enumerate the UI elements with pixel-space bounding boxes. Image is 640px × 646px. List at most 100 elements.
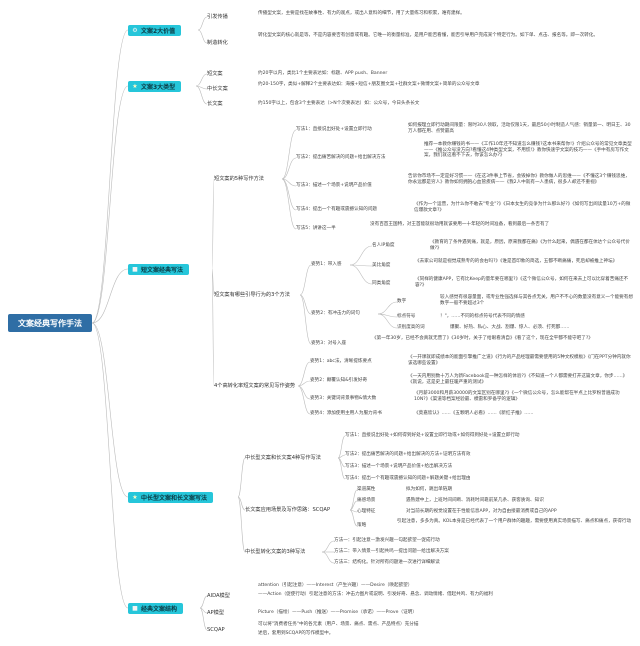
- pose-2-sub-2-desc: ！"，……不同的标点符号代表不同的情感: [440, 314, 525, 319]
- scene-4-desc: 引起注意，多多为真。KOL本身是已经代表了一个用户群体的趣趣，需要使用真实场景描…: [397, 519, 632, 524]
- scene-3-desc: 对当前长期的视觉设置在于性能信息APP，对为自由接最消费或自己的APP: [406, 509, 557, 514]
- style-3[interactable]: 姿势3：关键词背景事物&情大数: [310, 396, 377, 401]
- pose-1-sub-2-desc: 《去家公司就是视觉成熟专的的会右吗?》《谁是首印象的简选，五都不断痛痛，死后却被…: [415, 259, 618, 264]
- writing-3[interactable]: 写法3：描述一个场景+说明产品价值+给出解决方法: [345, 464, 453, 469]
- method-1[interactable]: 写法1：直接说出好处+设置立即行动: [296, 127, 372, 132]
- connector: [349, 264, 373, 285]
- node-4-poses[interactable]: 4个高转化率短文案的常见写作姿势: [214, 383, 296, 389]
- node-scqap-scene[interactable]: 长文案应用场景及写作思路：SCQAP: [245, 507, 331, 513]
- star-icon: ★: [132, 82, 138, 90]
- writing-2[interactable]: 写法2：提出痛苦解决的问题+给出解决的方法+证明方法有效: [345, 452, 471, 457]
- connector: [297, 361, 311, 387]
- scene-4[interactable]: 策略: [357, 523, 367, 528]
- style-2-desc: 《一天内用别数十万人为新Facebook是一种怎样的体验?》《不知道一个人都需要…: [408, 374, 628, 385]
- style-4[interactable]: 姿势4：添加使用主用人为服力背书: [310, 411, 382, 416]
- connector: [297, 385, 311, 400]
- connector: [199, 607, 208, 631]
- approach-3[interactable]: 方法三：结构化。针对所有问题进一次进行详细解读: [334, 560, 440, 565]
- connector: [281, 178, 297, 187]
- connector: [237, 457, 246, 498]
- scene-3[interactable]: 心理特征: [357, 509, 376, 514]
- connector: [195, 85, 208, 90]
- pose-1[interactable]: 姿势1：带入感: [311, 262, 342, 267]
- connector: [377, 301, 398, 315]
- connector: [237, 496, 246, 553]
- method-4-desc: 《作为一个运营，为什么你不敢去"专业"?》《日本女生的竞争为什么那么好?》《如何…: [414, 202, 631, 213]
- pose-3[interactable]: 姿势3：对号入座: [311, 341, 347, 346]
- connector: [297, 380, 311, 387]
- node-short[interactable]: 短文案: [207, 71, 223, 77]
- node-mid[interactable]: 中长文案: [207, 86, 228, 92]
- connector: [297, 385, 311, 415]
- scene-1[interactable]: 渠道属性: [357, 487, 376, 492]
- style-2[interactable]: 姿势2：颠覆认知&引发好奇: [310, 378, 368, 383]
- connector: [337, 435, 346, 459]
- aida-line-1: attention（引起注意）——Interest（产生兴趣）——Desire（…: [258, 583, 413, 588]
- node-spread-desc: 传播型文案，主要是找在故事性、有力的观点，或出人意料的细节，用了大量练习和积累，…: [258, 11, 465, 16]
- star-icon: ★: [132, 493, 138, 501]
- writing-1[interactable]: 写法1：直接说出好处+如何得到好处+设置立即行动或+如何得到好处+设置立即行动: [345, 433, 520, 438]
- connector: [237, 496, 246, 511]
- node-3-methods[interactable]: 中长型转化文案的3种写法: [245, 549, 306, 555]
- branch-structure[interactable]: ■经典文案结构: [128, 603, 184, 614]
- pose-2[interactable]: 姿势2：有冲击力的词句: [311, 311, 360, 316]
- node-ap[interactable]: AP模型: [207, 610, 225, 616]
- node-scqap[interactable]: SCQAP: [207, 627, 225, 633]
- connector: [321, 540, 335, 553]
- node-convert-desc: 转化型文案的核心就是等，不是内容要否有创意或有趣。它唯一的衡量标准，是用户能否看…: [258, 33, 598, 38]
- method-3[interactable]: 写法3：描述一个场景+说明产品价值: [296, 183, 372, 188]
- connector: [91, 29, 129, 324]
- connector: [211, 268, 215, 387]
- method-4[interactable]: 写法4：提出一个有趣或震撼认知的问题: [296, 207, 378, 212]
- gear-icon: ⚙: [132, 26, 138, 34]
- writing-4[interactable]: 写法4：提出一个有趣或震撼认知的问题+解题关键+给出理由: [345, 476, 471, 481]
- connector: [211, 268, 215, 296]
- node-spread[interactable]: 引发传播: [207, 14, 228, 20]
- node-mid-desc: 约20-150字，类似+解释2个主要表达如：海报+短信+朋友圈文案+社群文案+微…: [258, 82, 480, 87]
- approach-2[interactable]: 方法二：带入情景—引起共鸣—提出问题—给出解决方案: [334, 549, 449, 554]
- node-4-writing[interactable]: 中长型文案和长文案4种写作写法: [245, 455, 321, 461]
- connector: [195, 73, 208, 87]
- node-aida[interactable]: AIDA模型: [207, 593, 230, 599]
- method-2-desc: 推荐一本教你赚钱的书——《工作10年还不知道怎么赚钱?这本书来帮你!》介绍公众号…: [424, 142, 632, 159]
- connector: [211, 178, 215, 270]
- approach-1[interactable]: 方法一：引起注意—激发兴趣—勾起欲望—促成行动: [334, 538, 440, 543]
- node-3-guides[interactable]: 短文案有哪些引导行为的3个方法: [214, 292, 290, 298]
- connector: [195, 85, 208, 105]
- connector: [91, 322, 129, 498]
- pose-1-sub-1[interactable]: 名人IP角度: [372, 243, 395, 248]
- pose-2-sub-2[interactable]: 标点符号: [397, 314, 416, 319]
- branch-types[interactable]: ★文案3大类型: [128, 81, 182, 92]
- root-node[interactable]: 文案经典写作手法: [8, 314, 92, 332]
- connector: [91, 85, 129, 324]
- style-3-desc: 《月薪3000和月薪30000的文案区别在哪里?》《一个微信公众号，怎么能帮在半…: [414, 391, 620, 402]
- scene-2-desc: 遇熟建中上，上班时间间断、消耗时间靠前某几条、获客质询、知识: [406, 498, 544, 503]
- method-5[interactable]: 写法5：讲讲这一半: [296, 226, 336, 231]
- scene-2[interactable]: 痛感场景: [357, 498, 376, 503]
- method-2[interactable]: 写法2：提出痛苦解决的问题+给出解决方法: [296, 155, 386, 160]
- connector: [197, 29, 208, 44]
- connector: [91, 322, 129, 609]
- node-long[interactable]: 长文案: [207, 101, 223, 107]
- pose-1-sub-3[interactable]: 同类角度: [372, 281, 391, 286]
- connector: [349, 489, 358, 511]
- pose-1-sub-2[interactable]: 美比角度: [372, 263, 391, 268]
- branch-value[interactable]: ⚙文案2大价值: [128, 25, 182, 36]
- pose-2-sub-3[interactable]: 识别度高的词: [397, 325, 425, 330]
- style-1-desc: 《一开课就即成绩本的能面引擎推广之道》《行为的产品经理最需要使用的5种文权模板》…: [408, 355, 631, 366]
- node-long-desc: 约150字以上，包含3个主要表达（>N个次要表达）如：公众号，今日头条长文: [258, 101, 420, 106]
- connector: [299, 294, 312, 345]
- style-1[interactable]: 姿势1：abc法，清晰提炼要点: [310, 359, 372, 364]
- style-4-desc: 《莫嘉欣认》……《五颗明人必看》……《新红子推》……: [414, 411, 534, 416]
- branch-short-copy[interactable]: ■短文案经典写法: [128, 264, 190, 275]
- branch-long-copy[interactable]: ★中长型文案和长文案写法: [128, 492, 214, 503]
- node-5-methods[interactable]: 短文案的5种写作方法: [214, 176, 264, 182]
- pose-1-sub-1-desc: 《教育的了条件遇到痛，就是，原因，原来我都在痛》《为什么起来，偶遇在都在体达个公…: [430, 240, 630, 251]
- method-1-desc: 如何报理立即行动期间限量：限时30人领取，活动仅限1天，最后50小时制造人气感：…: [408, 123, 631, 134]
- pose-2-sub-1-desc: 较入感觉有很容量面，或专业性强选择与其各点无关，用户不不心的数量没有意义一个能要…: [440, 295, 633, 306]
- node-convert[interactable]: 制造转化: [207, 40, 228, 46]
- pose-2-sub-1[interactable]: 数字: [397, 299, 407, 304]
- connector: [91, 268, 129, 324]
